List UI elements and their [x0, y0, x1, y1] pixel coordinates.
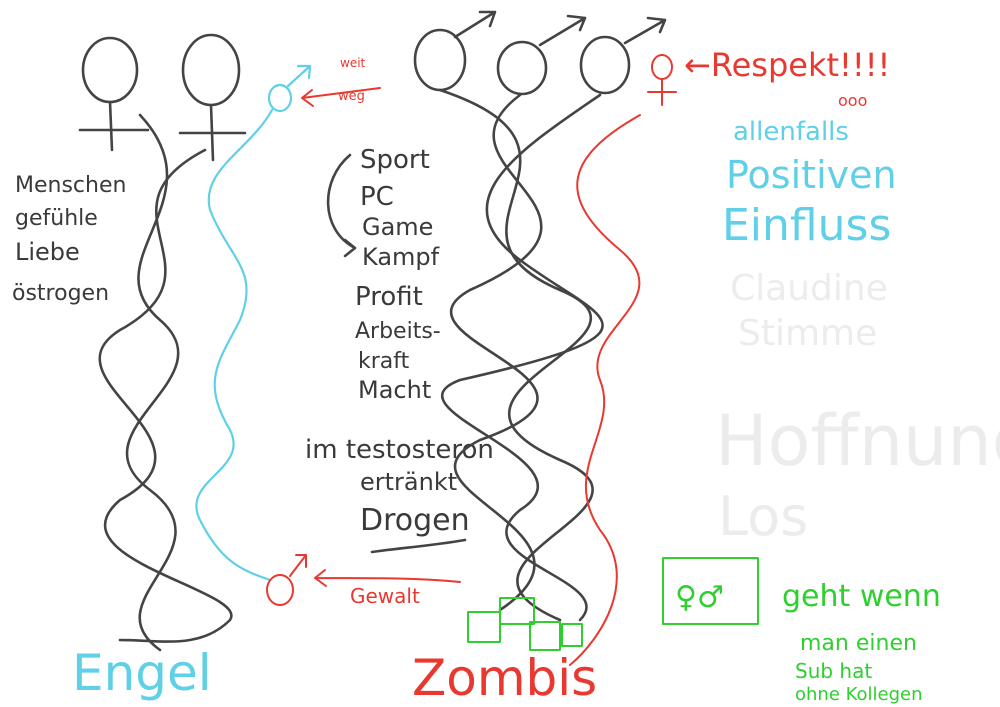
cyan-helix [195, 108, 274, 582]
positive-line-1: Positiven [726, 153, 897, 197]
center-word-game: Game [362, 213, 433, 241]
center-word-kraft: kraft [358, 349, 410, 374]
center-word-pc: PC [360, 182, 394, 212]
gewalt-annotation: Gewalt [314, 569, 461, 608]
engel-label: Engel [72, 644, 212, 702]
left-female-figure-2 [178, 33, 247, 162]
center-word-kampf: Kampf [362, 243, 440, 271]
left-helix [98, 113, 233, 652]
positive-line-2: Einfluss [722, 200, 891, 251]
respekt-label: ←Respekt!!!! [684, 46, 890, 84]
center-word-sport: Sport [360, 145, 430, 175]
green-box-symbol: ♀♂ [675, 580, 724, 615]
left-word-3: östrogen [12, 281, 109, 306]
green-line-1: man einen [800, 631, 917, 656]
center-word-list: Sport PC Game Kampf Profit Arbeits- kraf… [305, 145, 494, 554]
green-scribble-boxes [467, 597, 583, 651]
left-word-1: gefühle [15, 206, 98, 231]
red-helix [569, 114, 641, 666]
center-word-macht: Macht [358, 376, 431, 404]
respekt-small-label: ooo [838, 91, 867, 110]
positive-line-0: allenfalls [733, 117, 849, 147]
zombis-label: Zombis [412, 649, 597, 707]
cyan-male-symbol [267, 64, 312, 113]
weit-weg-annotation: weit weg [301, 56, 381, 107]
center-word-profit: Profit [355, 282, 423, 312]
center-word-drogen: Drogen [360, 503, 470, 538]
green-box [662, 557, 759, 625]
left-word-0: Menschen [15, 173, 126, 198]
right-male-figure-1 [413, 10, 497, 92]
gewalt-label: Gewalt [350, 584, 420, 608]
left-word-list: Menschen gefühle Liebe östrogen [12, 173, 126, 306]
positive-influence-text: allenfalls Positiven Einfluss [722, 117, 897, 251]
weit-label: weit [340, 56, 366, 70]
green-line-2: Sub hat [795, 659, 872, 683]
faint-text: Claudine Stimme Hoffnung Los [715, 268, 1000, 548]
red-male-symbol [266, 554, 307, 606]
green-note: ♀♂ geht wenn man einen Sub hat ohne Koll… [662, 557, 941, 705]
right-helix [438, 88, 604, 622]
faint-word-0: Claudine [730, 268, 888, 309]
green-line-0: geht wenn [782, 579, 941, 614]
left-word-2: Liebe [15, 238, 80, 266]
red-female-symbol [647, 54, 677, 106]
faint-word-2: Hoffnung [715, 400, 1000, 482]
respekt-annotation: ←Respekt!!!! ooo [684, 46, 890, 110]
left-female-figure-1 [78, 36, 150, 152]
center-word-ertraenkt: ertränkt [360, 468, 457, 496]
faint-word-3: Los [718, 485, 808, 548]
center-word-arbeits: Arbeits- [355, 319, 441, 344]
right-male-figure-2 [496, 14, 587, 96]
green-line-3: ohne Kollegen [795, 684, 923, 705]
right-male-figure-3 [579, 16, 667, 95]
faint-word-1: Stimme [738, 313, 877, 354]
